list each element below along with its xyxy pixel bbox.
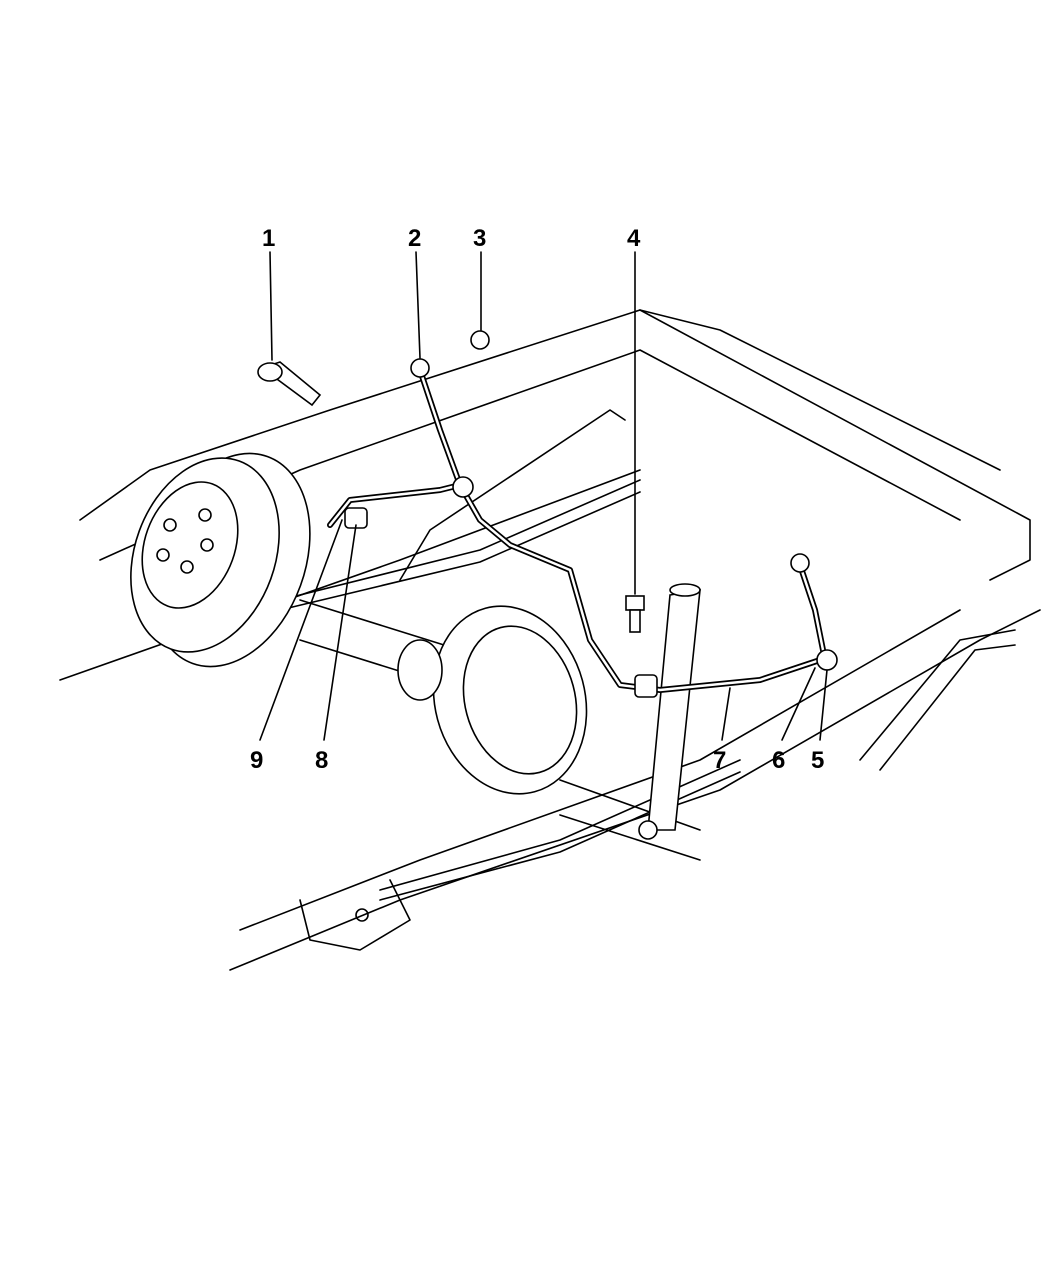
callout-8: 8: [315, 747, 328, 774]
callout-5: 5: [811, 747, 824, 774]
callout-9: 9: [250, 747, 263, 774]
leaf-spring-left: [279, 409, 641, 611]
bolt-4: [625, 595, 645, 633]
callout-3: 3: [473, 225, 486, 252]
bolt-1: [257, 361, 322, 407]
callout-7: 7: [713, 747, 726, 774]
callout-6: 6: [772, 747, 785, 774]
stabilizer-link-left: [410, 358, 474, 498]
callout-4: 4: [627, 225, 641, 252]
axle-housing: [299, 599, 701, 861]
frame-rail-right: [229, 609, 1041, 971]
shock-absorber: [638, 583, 701, 840]
stabilizer-link-right: [790, 553, 838, 671]
stabilizer-bar: [327, 482, 823, 698]
nut-3: [470, 330, 490, 350]
leader-lines: [259, 251, 828, 741]
callout-2: 2: [408, 225, 421, 252]
brake-drum: [130, 452, 311, 668]
callout-1: 1: [262, 225, 275, 252]
